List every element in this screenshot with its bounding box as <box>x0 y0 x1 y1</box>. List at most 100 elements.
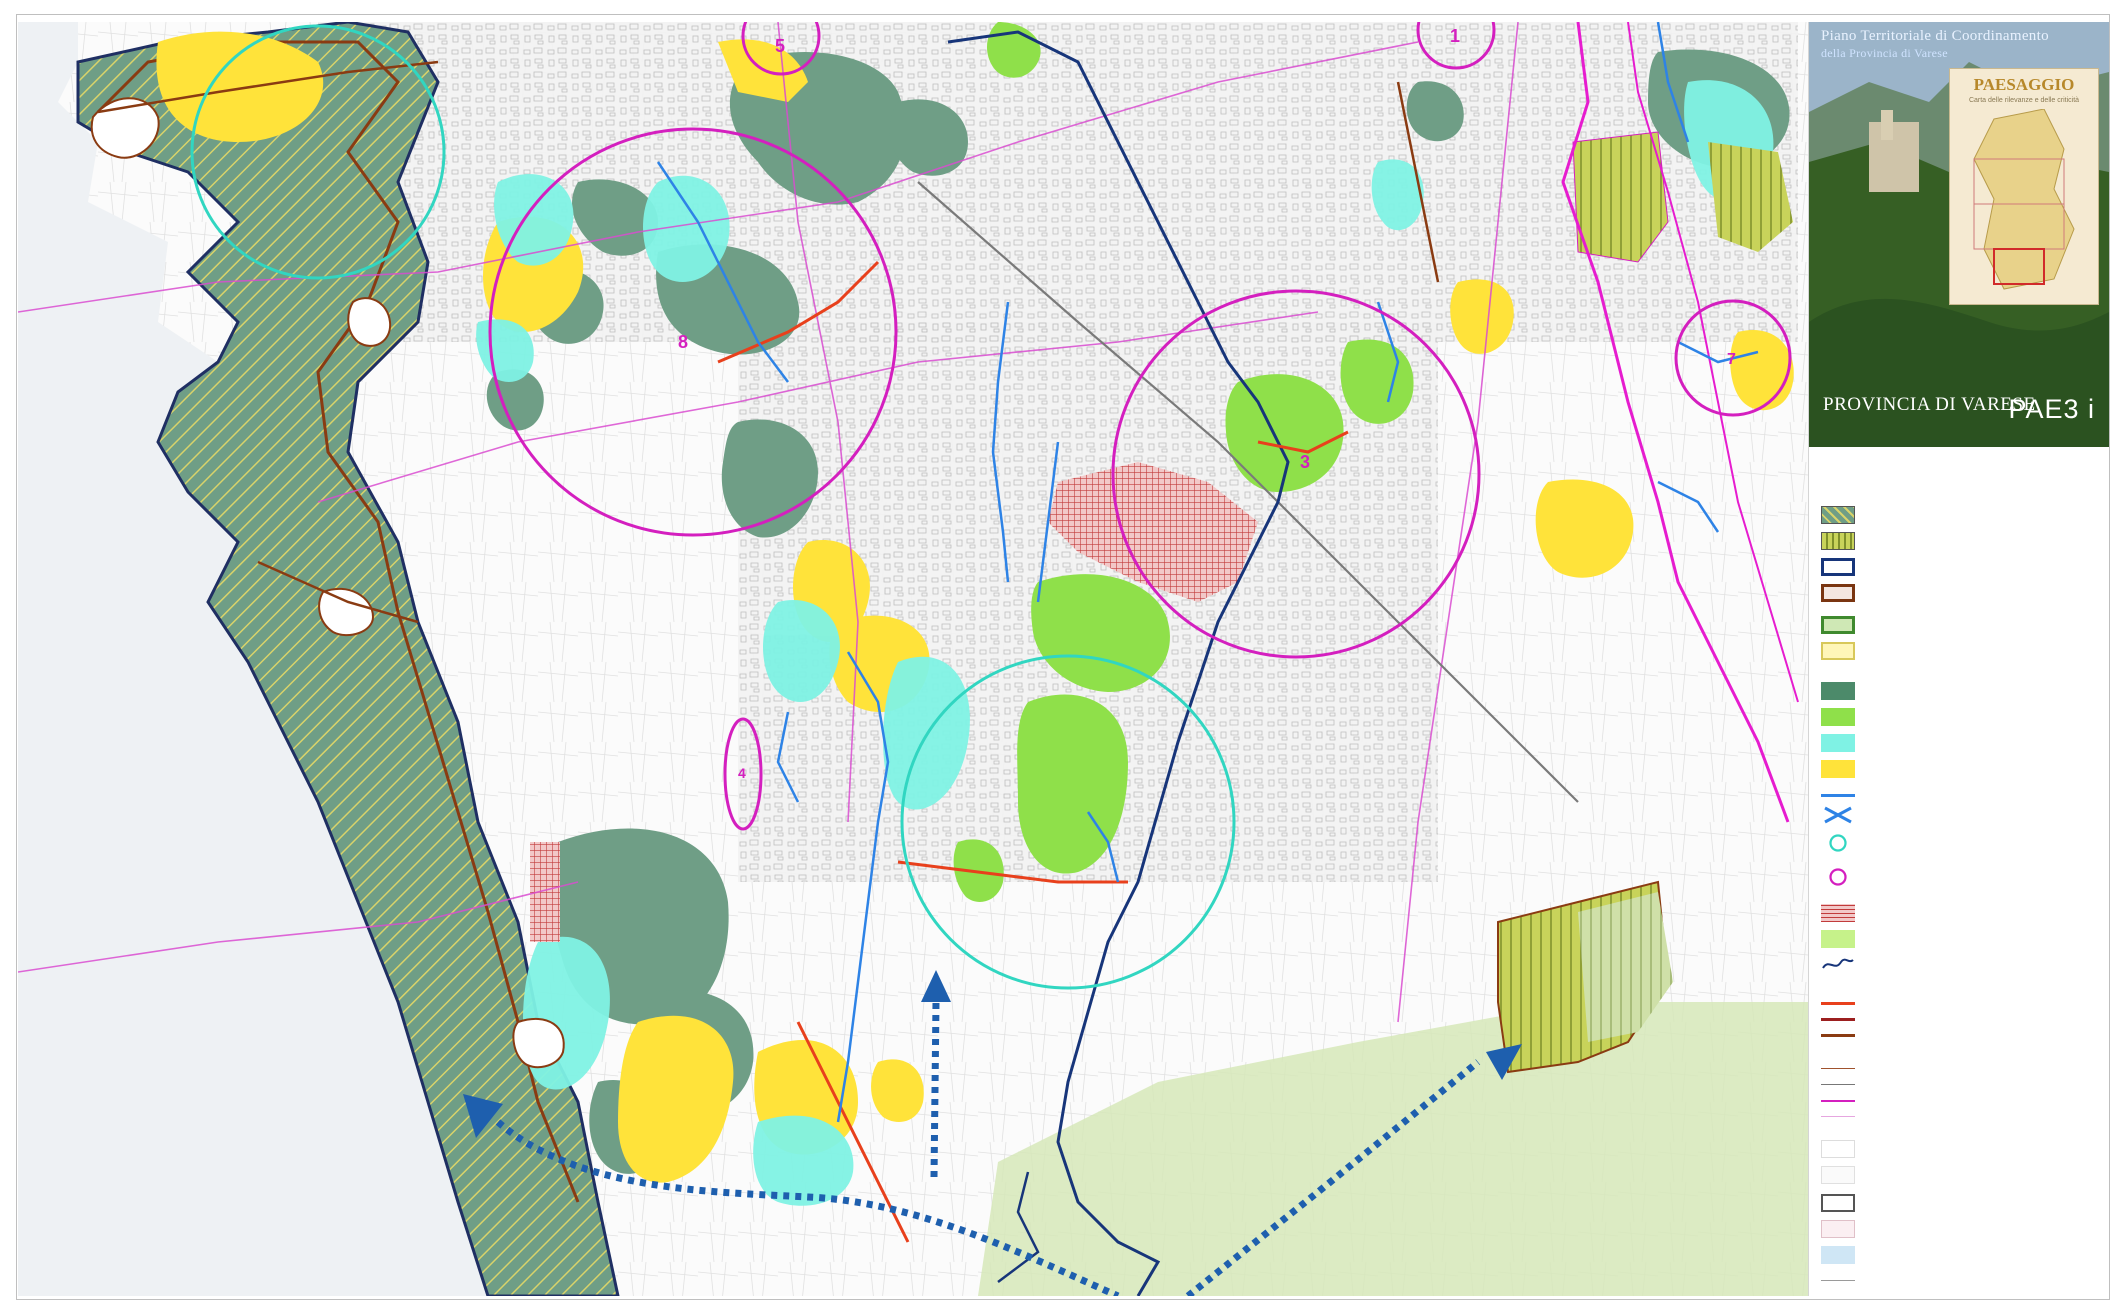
legend-item-red-grid <box>1821 904 2101 924</box>
legend-symbol-blue-cross <box>1824 806 1852 824</box>
legend-item-lime <box>1821 930 2101 950</box>
legend-item-green-outline <box>1821 616 2101 636</box>
sheet-code: PAE3 i <box>2008 394 2095 424</box>
book-thumbnail-map <box>1973 109 2075 290</box>
cover-title: Piano Territoriale di Coordinamento dell… <box>1821 28 2101 62</box>
legend-symbol-red-grid <box>1821 904 1855 922</box>
map-sidebar: Piano Territoriale di Coordinamento dell… <box>1808 22 2109 1296</box>
legend-item-navy-wave <box>1821 956 2101 976</box>
cover-title-line-2: della Provincia di Varese <box>1821 46 1948 60</box>
legend-item-cyan <box>1821 734 2101 754</box>
legend-item-blue-line <box>1821 786 2101 806</box>
landscape-map[interactable]: 5 1 8 3 7 4 <box>18 22 1808 1296</box>
arrow-heads <box>463 970 1522 1138</box>
legend-symbol-teal-circle <box>1829 834 1847 852</box>
east-hatched-yellow <box>1572 131 1669 263</box>
east-magenta-boundary-2 <box>1627 22 1799 703</box>
legend-item-light-box <box>1821 1166 2101 1186</box>
legend-item-thin-brown <box>1821 1060 2101 1080</box>
pale-green-plain <box>978 1002 1808 1296</box>
legend-item-navy-outline <box>1821 558 2101 578</box>
brown-lines <box>97 60 1440 624</box>
legend-item-pale-yellow <box>1821 642 2101 662</box>
blue-rivers <box>656 22 1759 1123</box>
legend-symbol-yellow-hatch <box>1821 532 1855 550</box>
legend-item-yellow-hatch <box>1821 532 2101 552</box>
legend-item-red-line <box>1821 994 2101 1014</box>
legend-symbol-pink-box <box>1821 1220 1855 1238</box>
legend-symbol-red-line <box>1821 1002 1855 1005</box>
legend-symbol-green-hatch <box>1821 506 1855 524</box>
legend-symbol-green-outline <box>1821 616 1855 634</box>
southeast-pale-hatched <box>1578 892 1673 1042</box>
book-subtitle: Carta delle rilevanze e delle criticità <box>1968 97 2080 104</box>
legend-item-teal-circle <box>1821 834 2101 854</box>
circle-label-5: 5 <box>775 36 785 56</box>
western-protected-belt <box>76 22 620 1296</box>
cover-title-line-1: Piano Territoriale di Coordinamento <box>1821 28 2049 44</box>
report-cover: Piano Territoriale di Coordinamento dell… <box>1809 22 2109 447</box>
legend-item-dark-green <box>1821 682 2101 702</box>
legend-symbol-navy-wave <box>1822 958 1854 969</box>
navy-boundary-south <box>997 1171 1040 1283</box>
cover-brand: PROVINCIA DI VARESE <box>1823 394 2036 415</box>
legend-item-dark-red-line <box>1821 1010 2101 1030</box>
red-grid-zone-center <box>1048 462 1258 602</box>
legend-symbol-dark-red-line <box>1821 1018 1855 1021</box>
magenta-circles <box>488 22 1792 831</box>
legend-symbol-thin-brown <box>1821 1068 1855 1070</box>
circle-label-8: 8 <box>678 332 688 352</box>
circle-label-1: 1 <box>1450 26 1460 46</box>
cover-book: PAESAGGIO Carta delle rilevanze e delle … <box>1949 68 2099 305</box>
legend-symbol-light-blue <box>1821 1246 1855 1264</box>
legend-symbol-light-box <box>1821 1166 1855 1184</box>
legend-symbol-pale-yellow <box>1821 642 1855 660</box>
belt-brown-edge <box>96 40 580 1203</box>
legend-item-white-box <box>1821 1140 2101 1160</box>
legend-symbol-magenta-circle <box>1829 868 1847 886</box>
legend-symbol-thin-grey <box>1821 1084 1855 1086</box>
legend-item-brown-line <box>1821 1026 2101 1046</box>
legend-item-thin-magenta <box>1821 1092 2101 1112</box>
legend-symbol-grey-line <box>1821 1280 1855 1282</box>
legend-item-blue-cross <box>1821 806 2101 826</box>
legend-item-brown-outline <box>1821 584 2101 604</box>
legend-symbol-brown-line <box>1821 1034 1855 1037</box>
legend-item-light-blue <box>1821 1246 2101 1266</box>
legend-symbol-white-box <box>1821 1140 1855 1158</box>
teal-circles <box>190 24 1236 990</box>
legend-symbol-light-green <box>1821 708 1855 726</box>
legend-item-grey-line <box>1821 1272 2101 1292</box>
legend-symbol-dark-green <box>1821 682 1855 700</box>
legend-symbol-blue-line <box>1821 794 1855 797</box>
legend-symbol-yellow <box>1821 760 1855 778</box>
circle-label-4: 4 <box>738 765 746 781</box>
legend-item-green-hatch <box>1821 506 2101 526</box>
navy-boundary <box>947 30 1290 1296</box>
legend-symbol-navy-outline <box>1821 558 1855 576</box>
legend-item-magenta-circle <box>1821 868 2101 888</box>
legend-item-light-green <box>1821 708 2101 728</box>
legend-item-thin-pink <box>1821 1108 2101 1128</box>
legend-symbol-thin-pink <box>1821 1116 1855 1118</box>
circle-label-3: 3 <box>1300 452 1310 472</box>
legend-symbol-grey-outline <box>1821 1194 1855 1212</box>
legend-item-pink-box <box>1821 1220 2101 1240</box>
book-title: PAESAGGIO <box>1973 75 2075 94</box>
white-enclaves <box>90 97 565 1069</box>
legend-symbol-brown-outline <box>1821 584 1855 602</box>
legend-symbol-cyan <box>1821 734 1855 752</box>
ecological-corridor-arrows <box>495 1001 1481 1296</box>
legend-symbol-thin-magenta <box>1821 1100 1855 1102</box>
legend <box>1809 454 2109 1294</box>
legend-item-thin-grey <box>1821 1076 2101 1096</box>
legend-item-grey-outline <box>1821 1194 2101 1214</box>
east-hatched-yellow-2 <box>1708 142 1793 252</box>
legend-item-yellow <box>1821 760 2101 780</box>
magenta-roads <box>18 22 1519 1023</box>
legend-symbol-lime <box>1821 930 1855 948</box>
east-magenta-boundary <box>1561 22 1790 823</box>
red-grid-zone-west <box>530 842 560 942</box>
circle-label-7: 7 <box>1727 351 1736 368</box>
